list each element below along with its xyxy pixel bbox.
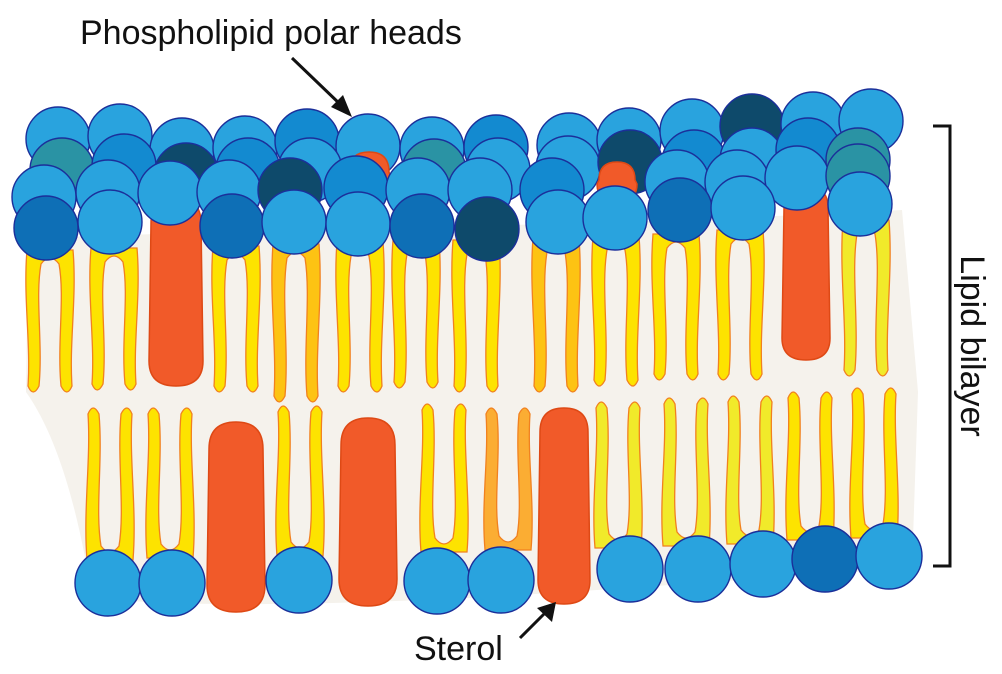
phospholipid-head: [390, 194, 454, 258]
phospholipid-head: [139, 550, 205, 616]
sterol-molecule: [207, 422, 265, 612]
phospholipid-head: [138, 161, 202, 225]
phospholipid-head: [468, 547, 534, 613]
phospholipid-head: [526, 190, 590, 254]
phospholipid-head: [266, 547, 332, 613]
sterol-label: Sterol: [414, 630, 503, 668]
sterol-molecule: [339, 418, 397, 606]
phospholipid-head: [200, 194, 264, 258]
phospholipid-head: [665, 536, 731, 602]
phospholipid-head: [455, 197, 519, 261]
heads-arrow: [292, 58, 352, 117]
phospholipid-head: [583, 186, 647, 250]
phospholipid-head: [14, 196, 78, 260]
phospholipid-head: [648, 178, 712, 242]
phospholipid-head: [78, 190, 142, 254]
sterol-arrow: [520, 602, 556, 638]
sterol-molecule: [149, 198, 203, 386]
phospholipid-head: [792, 526, 858, 592]
phospholipid-head: [597, 536, 663, 602]
phospholipid-head: [262, 190, 326, 254]
sterol-molecule: [538, 408, 590, 604]
lipid-bilayer-label: Lipid bilayer: [953, 255, 991, 436]
phospholipid-heads-label: Phospholipid polar heads: [80, 14, 462, 52]
phospholipid-head: [75, 550, 141, 616]
phospholipid-head: [404, 548, 470, 614]
sterol-molecule: [782, 186, 830, 360]
bilayer-bracket: [933, 126, 950, 566]
phospholipid-head: [856, 523, 922, 589]
phospholipid-head: [828, 172, 892, 236]
phospholipid-head: [326, 192, 390, 256]
phospholipid-head: [711, 176, 775, 240]
phospholipid-head: [730, 531, 796, 597]
